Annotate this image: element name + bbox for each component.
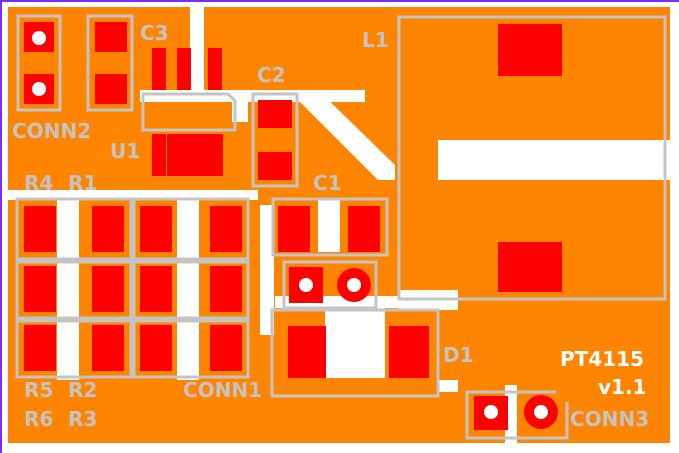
r6-pad-1 [24,325,56,371]
label-c1: C1 [313,171,342,195]
label-conn1: CONN1 [183,378,262,402]
l1-pad-2 [498,242,562,292]
conn1-outline [282,260,378,310]
l1-outline [397,15,667,301]
label-l1: L1 [362,28,389,52]
label-u1: U1 [110,139,140,163]
d1-pad-anode [389,326,429,378]
d1-outline [270,308,440,398]
c2-outline [251,92,299,188]
u1-pad-3 [208,48,222,90]
r2-outline [132,260,250,320]
c3-outline [86,14,134,112]
r5-outline [15,260,133,320]
r4-outline [15,197,133,261]
board-label-bg [556,344,660,402]
r4-pad-1 [24,206,56,252]
drill-holes [32,31,548,419]
conn3-outline [465,390,569,440]
label-conn3: CONN3 [570,407,649,431]
silkscreen-outlines [15,14,667,440]
r4-pad-2 [92,206,124,252]
label-r6: R6 [24,407,53,431]
conn2-outline [16,14,62,112]
c1-pad-1 [278,206,310,252]
r6-pad-2 [92,325,124,371]
r3-pad-2 [210,325,242,371]
r1-pad-1 [140,206,172,252]
smd-pads [24,22,562,430]
label-conn2: CONN2 [12,119,91,143]
r2-pad-2 [210,266,242,312]
u1-pad-1 [152,48,166,90]
u1-pad-tab [167,134,223,176]
c1-outline [271,197,389,257]
d1-pad-cathode [288,326,326,378]
r6-outline [15,319,133,379]
r2-pad-1 [140,266,172,312]
r3-outline [132,319,250,379]
label-r4: R4 [24,171,53,195]
board-name: PT4115 [560,347,644,371]
u1-pad-2 [177,48,191,90]
l1-pad-1 [498,24,562,76]
label-c2: C2 [257,63,286,87]
c2-pad-1 [258,100,292,128]
c2-pad-2 [258,152,292,180]
r5-pad-2 [92,266,124,312]
r3-pad-1 [140,325,172,371]
label-d1: D1 [443,343,474,367]
r1-pad-2 [210,206,242,252]
label-c3: C3 [140,21,169,45]
label-r3: R3 [68,407,97,431]
label-r2: R2 [68,378,97,402]
label-r5: R5 [24,378,53,402]
c3-pad-2 [95,74,127,104]
label-r1: R1 [68,171,97,195]
u1-pad-4 [152,134,166,176]
board-version: v1.1 [598,375,646,399]
r1-outline [132,197,250,261]
c3-pad-1 [95,22,127,52]
r5-pad-1 [24,266,56,312]
c1-pad-2 [348,206,380,252]
u1-outline [141,92,237,132]
